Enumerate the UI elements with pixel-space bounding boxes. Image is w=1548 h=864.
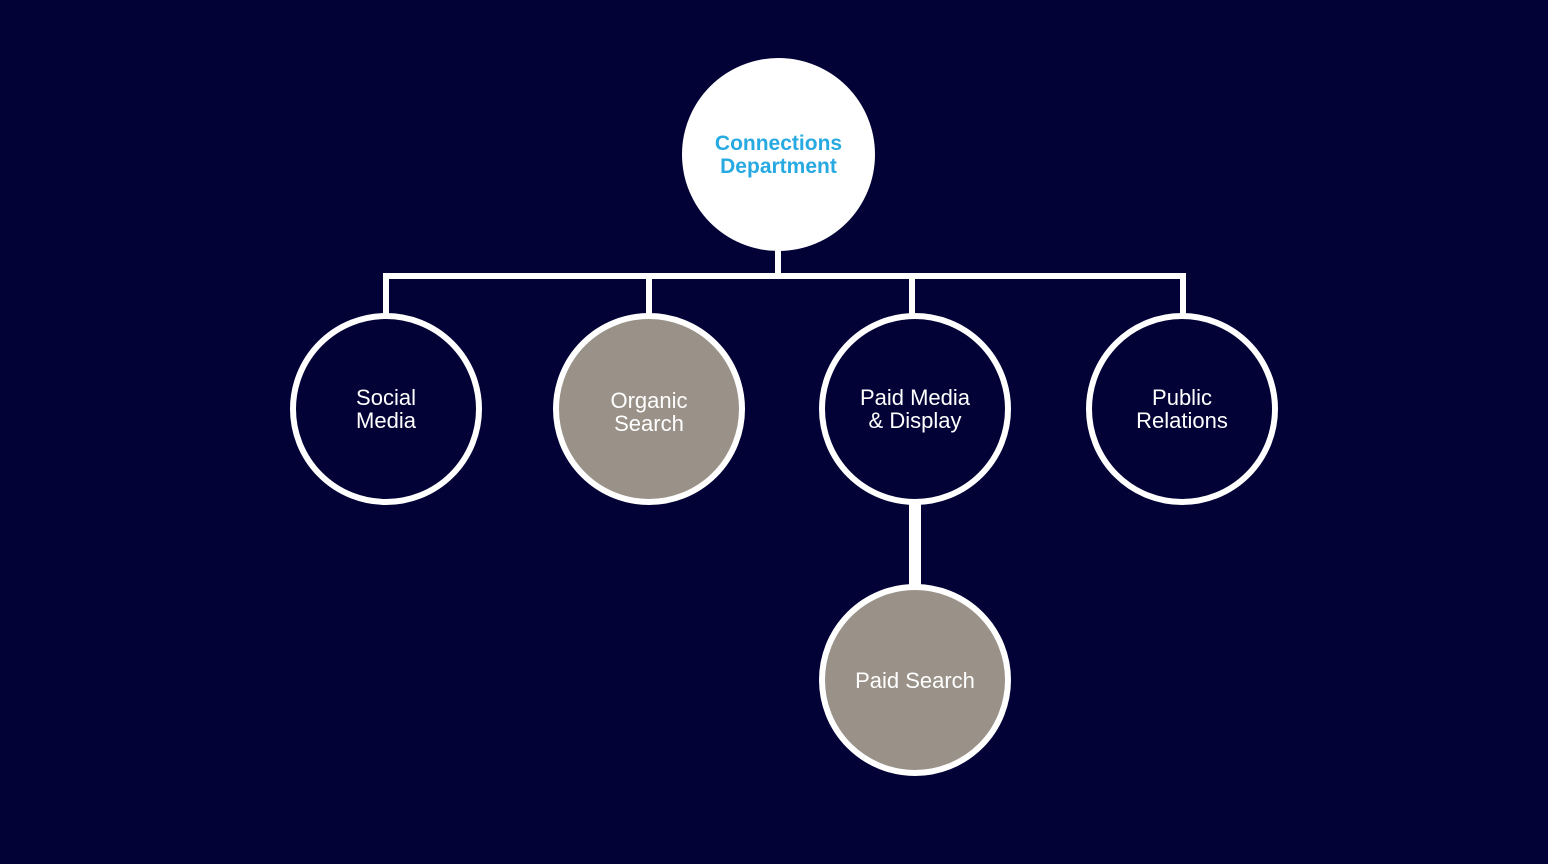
horizontal-bus-connector <box>383 273 1186 279</box>
node-public-relations: Public Relations <box>1086 313 1278 505</box>
root-node-connections-department: Connections Department <box>682 58 875 251</box>
node-organic-search-label: Organic Search <box>610 387 688 436</box>
public-relations-connector <box>1180 273 1186 317</box>
node-paid-media-display: Paid Media & Display <box>819 313 1011 505</box>
organic-search-connector <box>646 273 652 317</box>
node-organic-search: Organic Search <box>553 313 745 505</box>
node-public-relations-label: Public Relations <box>1136 385 1228 433</box>
node-social-media: Social Media <box>290 313 482 505</box>
node-paid-media-display-label: Paid Media & Display <box>859 385 971 433</box>
node-paid-search: Paid Search <box>819 584 1011 776</box>
paid-search-connector <box>909 500 921 590</box>
paid-media-connector <box>909 273 915 317</box>
social-media-connector <box>383 273 389 317</box>
root-stem-connector <box>775 250 781 277</box>
root-node-label: Connections Department <box>714 131 843 178</box>
node-paid-search-label: Paid Search <box>855 667 975 693</box>
node-social-media-label: Social Media <box>356 385 416 433</box>
